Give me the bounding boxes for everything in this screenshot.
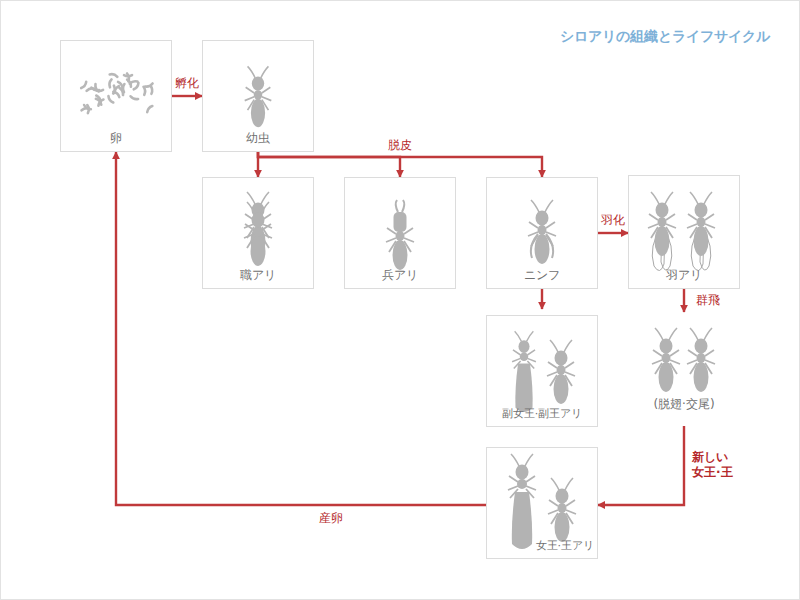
- diagram-title: シロアリの組織とライフサイクル: [560, 28, 770, 46]
- soldier-figure: [386, 200, 414, 270]
- arrow-label: 孵化: [173, 76, 201, 91]
- larva-figure: [245, 66, 272, 127]
- egg-stroke: [110, 74, 118, 77]
- worker-figure: [244, 202, 272, 266]
- arrow-label: 群飛: [694, 293, 722, 308]
- queen-figure: [508, 454, 536, 549]
- flow-arrow: [683, 289, 685, 312]
- egg-stroke: [108, 96, 113, 102]
- egg-stroke: [95, 84, 98, 91]
- stage-label: 副女王·副王アリ: [487, 407, 597, 420]
- stage-label: 兵アリ: [345, 268, 455, 282]
- flow-arrow: [598, 232, 628, 234]
- flow-arrow: [598, 426, 684, 505]
- secondary-king-figure: [547, 340, 575, 404]
- flow-arrow: [541, 289, 543, 309]
- arrow-label: 羽化: [599, 213, 627, 228]
- stage-label: 幼虫: [203, 131, 313, 145]
- flow-arrow: [172, 95, 202, 97]
- stage-box: 職アリ: [202, 177, 314, 289]
- stage-box: 幼虫: [202, 40, 314, 152]
- egg-stroke: [151, 86, 153, 94]
- stage-box: 副女王·副王アリ: [486, 315, 598, 427]
- egg-stroke: [147, 106, 152, 112]
- stage-label: ニンフ: [487, 268, 597, 282]
- stage-box: 羽アリ: [628, 175, 740, 289]
- egg-stroke: [134, 83, 139, 89]
- egg-stroke: [127, 73, 129, 81]
- egg-stroke: [130, 81, 138, 83]
- stage-label: 羽アリ: [629, 268, 739, 282]
- arrow-label: 産卵: [317, 511, 345, 526]
- king-figure: [548, 478, 576, 542]
- flow-arrow: [258, 152, 400, 177]
- stage-box: 卵: [60, 40, 172, 152]
- stage-label: 卵: [61, 131, 171, 145]
- egg-stroke: [145, 83, 152, 86]
- egg-stroke: [87, 105, 88, 113]
- egg-stroke: [123, 84, 124, 92]
- alate-figures: [648, 192, 715, 271]
- nymph-figure: [528, 200, 556, 264]
- egg-stroke: [113, 86, 115, 94]
- stage-label: 職アリ: [203, 268, 313, 282]
- egg-stroke: [98, 100, 103, 106]
- pairing-figure: [687, 328, 715, 392]
- arrow-label: 脱皮: [386, 138, 414, 153]
- egg-stroke: [131, 96, 139, 99]
- stage-box: 女王·王アリ: [486, 447, 598, 559]
- stage-box: ニンフ: [486, 177, 598, 289]
- pairing-figure: [652, 328, 680, 392]
- stage-label: 女王·王アリ: [487, 539, 597, 552]
- egg-stroke: [109, 79, 111, 87]
- egg-cluster: [81, 73, 152, 113]
- stage-node: (脱翅·交尾): [628, 318, 740, 418]
- flow-arrow: [258, 152, 542, 177]
- flow-arrow: [116, 152, 486, 505]
- stage-label: (脱翅·交尾): [629, 397, 739, 411]
- arrow-label: 新しい 女王·王: [690, 450, 737, 480]
- secondary-queen-figure: [512, 331, 536, 412]
- stage-box: 兵アリ: [344, 177, 456, 289]
- egg-stroke: [81, 82, 86, 88]
- egg-stroke: [144, 87, 146, 95]
